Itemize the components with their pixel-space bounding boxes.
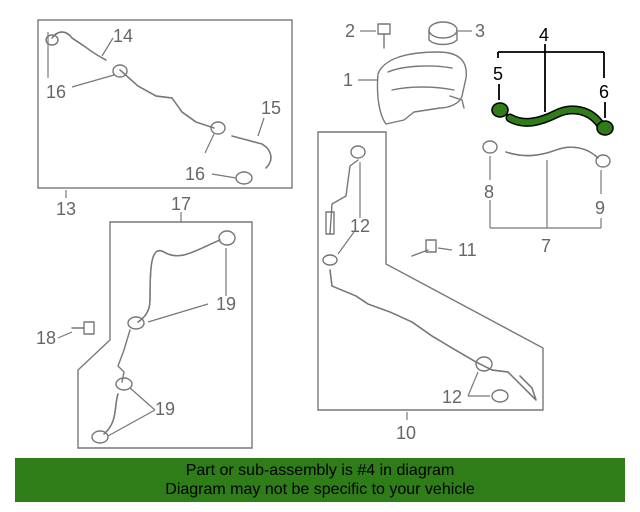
callout-9: 9: [595, 198, 605, 218]
leader-lines-hose-4: [497, 44, 606, 118]
callout-16-upper: 16: [46, 82, 66, 102]
leader-lines-10: [337, 162, 490, 420]
callout-11: 11: [458, 240, 477, 260]
leader-lines-17: [57, 212, 227, 437]
info-banner: Part or sub-assembly is #4 in diagram Di…: [15, 458, 625, 502]
callout-12-lower: 12: [442, 387, 462, 407]
callout-14: 14: [113, 26, 133, 46]
banner-line-1: Part or sub-assembly is #4 in diagram: [185, 462, 455, 479]
callout-1: 1: [343, 70, 353, 90]
callout-7: 7: [541, 236, 551, 256]
callout-8: 8: [484, 182, 494, 202]
callout-2: 2: [345, 21, 355, 41]
callout-12-upper: 12: [350, 216, 370, 236]
callout-13: 13: [56, 199, 76, 219]
group-13-box: [37, 19, 293, 189]
callout-4: 4: [539, 25, 549, 45]
group-10-box: [317, 131, 544, 411]
group-17-box: [71, 221, 253, 449]
callout-3: 3: [475, 21, 485, 41]
parts-diagram: 1 2 3 4 5 6 7 8 9 10 11 12 12 13 14 15 1…: [36, 19, 614, 449]
leader-lines-reservoir: [358, 30, 472, 81]
leader-lines-13: [47, 32, 265, 198]
callout-18: 18: [36, 328, 56, 348]
callout-19-upper: 19: [216, 294, 236, 314]
callout-15: 15: [261, 98, 281, 118]
hose-7: [482, 140, 611, 168]
callout-6: 6: [599, 82, 609, 102]
callout-19-lower: 19: [155, 399, 175, 419]
hose-4-highlighted: [491, 102, 614, 136]
callout-5: 5: [493, 64, 503, 84]
leader-lines-hose-7: [489, 156, 602, 229]
reservoir-assembly: [376, 21, 467, 125]
callout-16-lower: 16: [185, 164, 205, 184]
callout-10: 10: [396, 423, 416, 443]
banner-line-2: Diagram may not be specific to your vehi…: [165, 481, 475, 498]
callout-17: 17: [171, 194, 191, 214]
callout-labels: 1 2 3 4 5 6 7 8 9 10 11 12 12 13 14 15 1…: [36, 21, 609, 443]
